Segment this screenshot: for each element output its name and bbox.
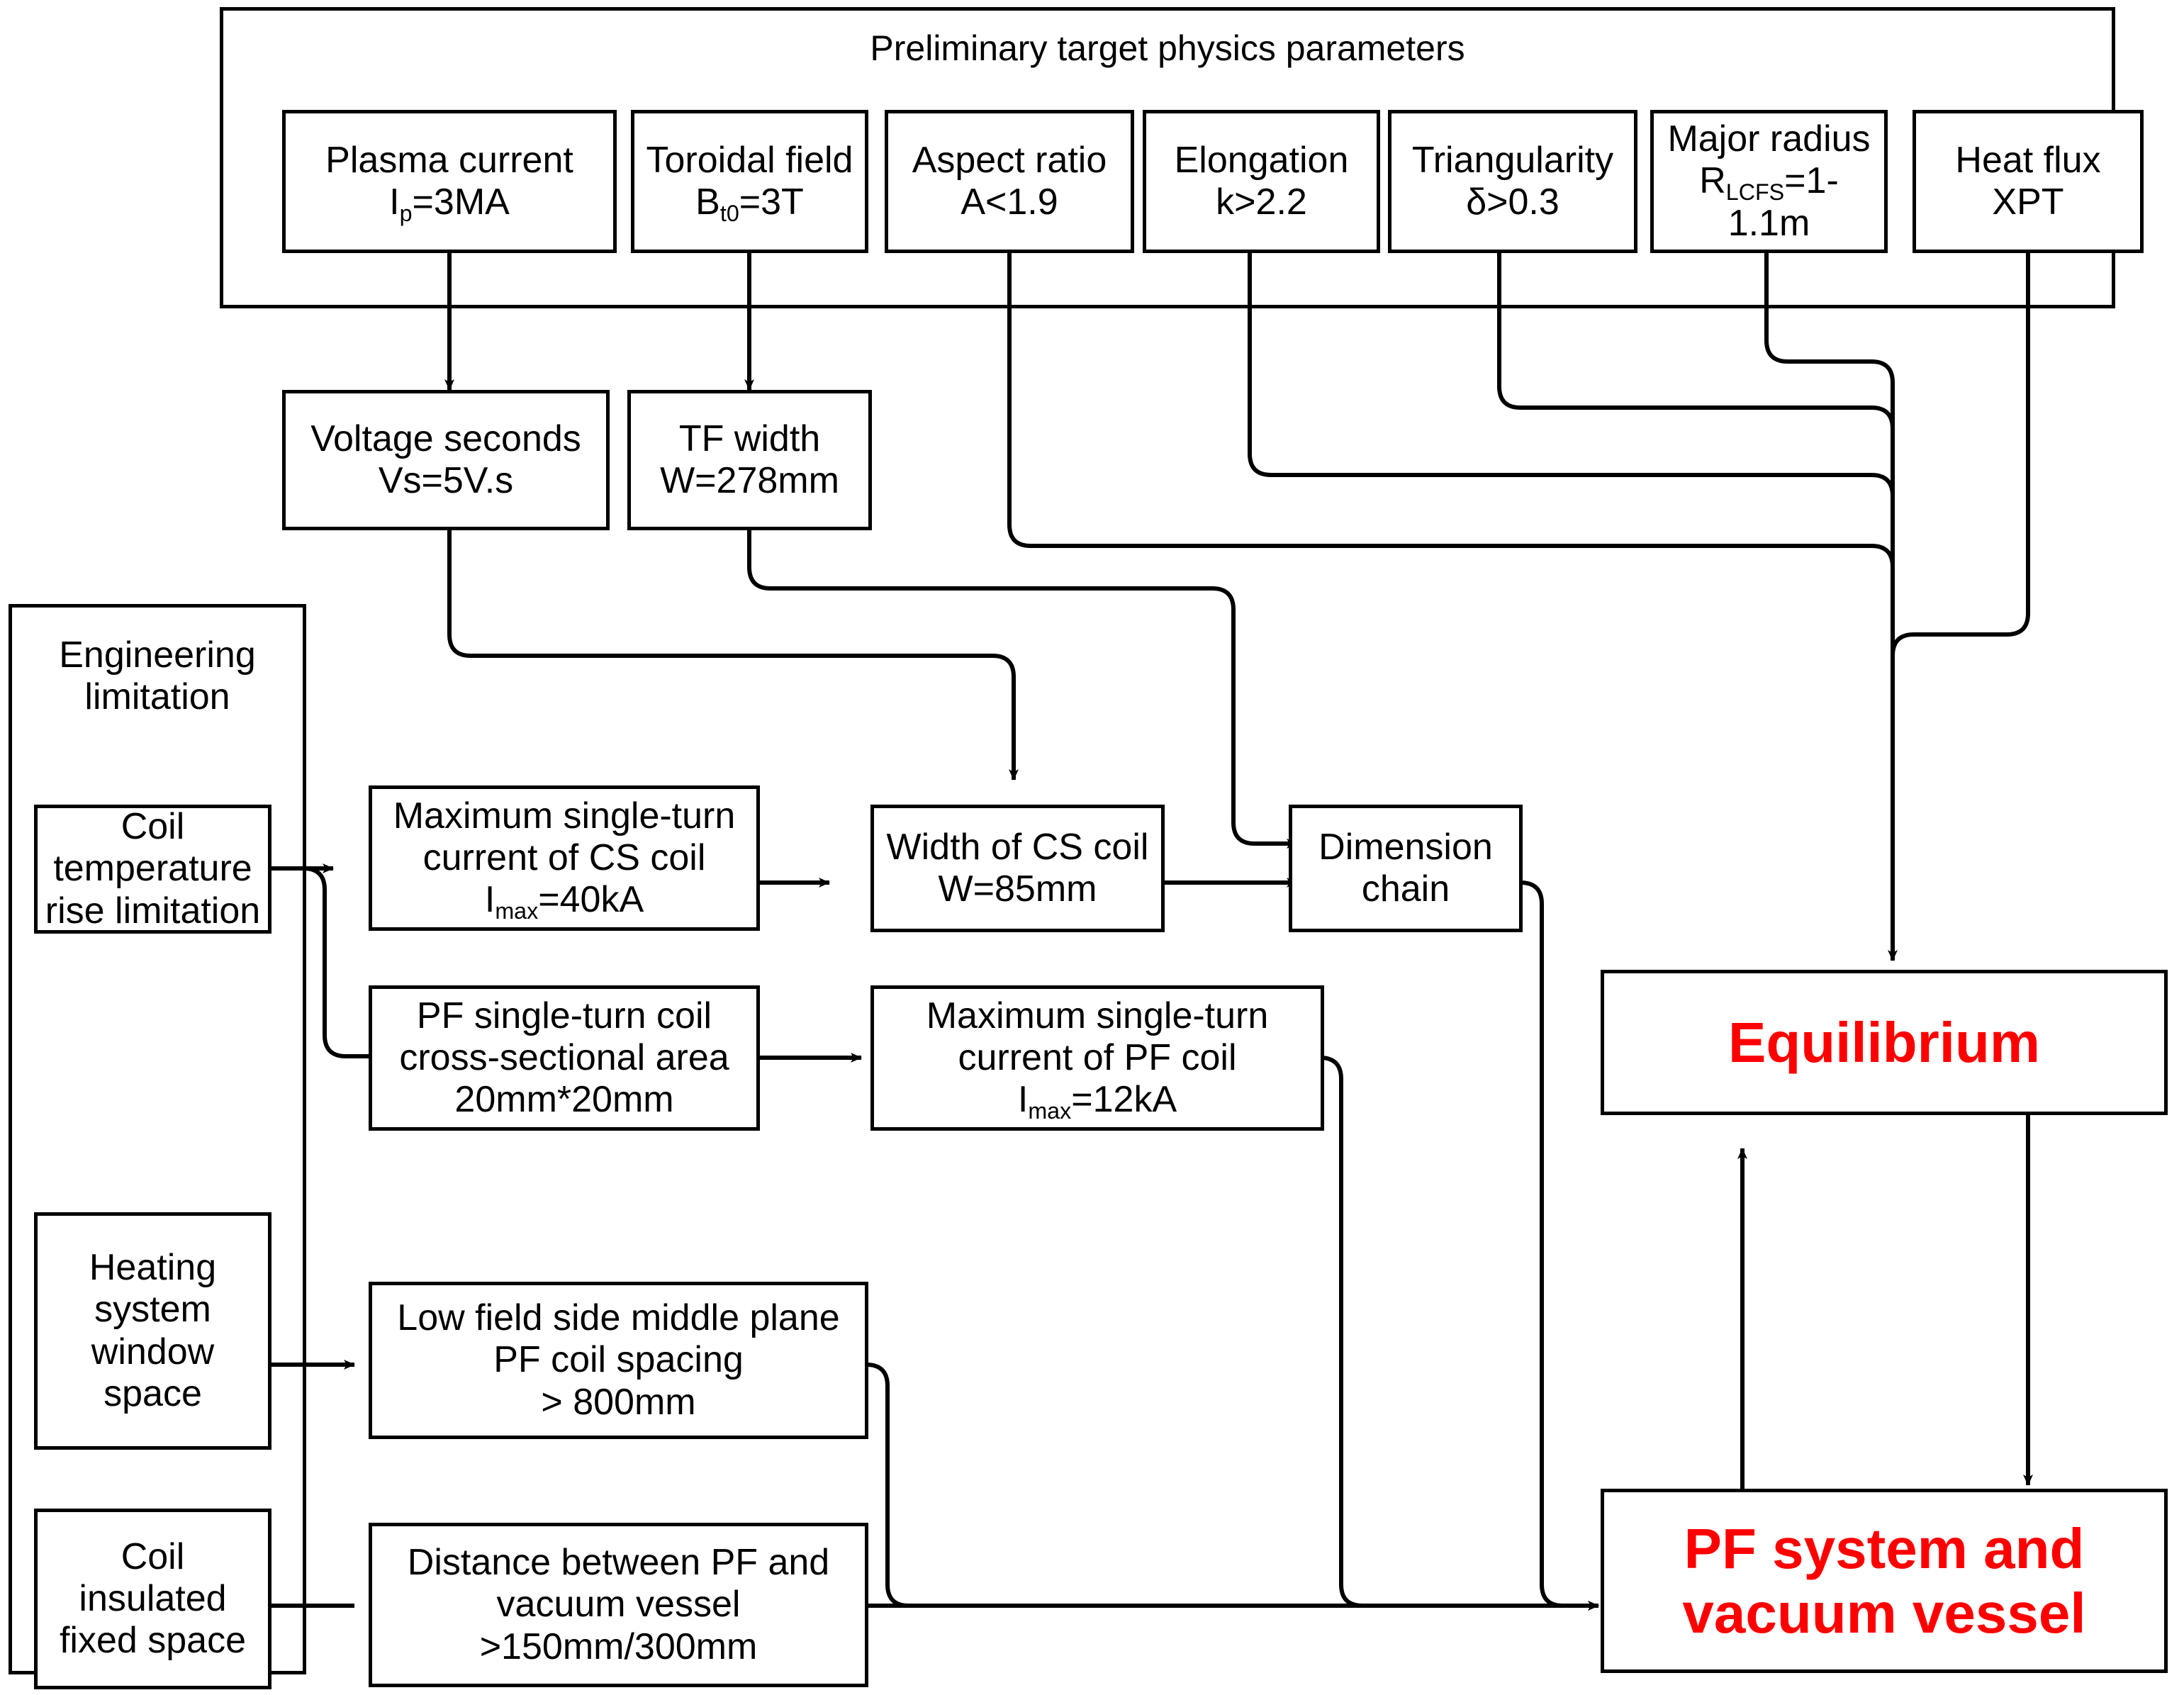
node-width-of-cs-coil-text: Width of CS coil W=85mm [886, 826, 1149, 910]
node-heating-system-window-space-text: Heating system window space [89, 1246, 217, 1414]
node-width-of-cs-coil[interactable]: Width of CS coil W=85mm [870, 805, 1165, 932]
wire-tfwidth-to-dimension [747, 528, 1236, 822]
node-pf-single-turn-coil-cross-sectional-area[interactable]: PF single-turn coil cross-sectional area… [369, 985, 760, 1131]
wire-maxpf-to-pfsystem [1319, 1056, 1598, 1608]
node-max-single-turn-current-pf-coil-text: Maximum single-turn current of PF coil I… [926, 995, 1269, 1124]
node-dimension-chain[interactable]: Dimension chain [1289, 805, 1523, 932]
node-low-field-side-middle-plane-pf-coil-spacing-text: Low field side middle plane PF coil spac… [397, 1297, 840, 1423]
node-dimension-chain-text: Dimension chain [1318, 826, 1493, 910]
engineering-limitation-title: Engineering limitation [59, 634, 256, 718]
node-equilibrium[interactable]: Equilibrium [1601, 970, 2168, 1115]
node-elongation[interactable]: Elongation k>2.2 [1143, 110, 1380, 253]
node-coil-temperature-rise-limitation[interactable]: Coil temperature rise limitation [34, 805, 271, 934]
node-major-radius[interactable]: Major radius RLCFS=1- 1.1m [1650, 110, 1888, 253]
node-toroidal-field-text: Toroidal field Bt0=3T [646, 139, 853, 226]
node-toroidal-field[interactable]: Toroidal field Bt0=3T [631, 110, 868, 253]
node-pf-system-and-vacuum-vessel-text: PF system and vacuum vessel [1682, 1516, 2086, 1645]
node-max-single-turn-current-cs-coil-text: Maximum single-turn current of CS coil I… [393, 795, 736, 924]
wire-merge-to-dimension [1231, 822, 1298, 849]
wire-voltage-to-widthcs [447, 528, 1019, 781]
node-heating-system-window-space[interactable]: Heating system window space [34, 1212, 271, 1450]
node-plasma-current-text: Plasma current Ip=3MA [325, 139, 573, 226]
node-distance-between-pf-and-vacuum-vessel[interactable]: Distance between PF and vacuum vessel >1… [369, 1523, 868, 1687]
node-elongation-text: Elongation k>2.2 [1174, 139, 1349, 223]
node-pf-single-turn-coil-cross-sectional-area-text: PF single-turn coil cross-sectional area… [399, 995, 729, 1121]
wire-coiltemp-to-pfarea [303, 866, 372, 1058]
node-coil-insulated-fixed-space-text: Coil insulated fixed space [59, 1535, 247, 1662]
node-heat-flux-text: Heat flux XPT [1955, 139, 2101, 223]
node-coil-temperature-rise-limitation-text: Coil temperature rise limitation [45, 806, 261, 932]
wire-dimension-to-pfsystem [1520, 880, 1599, 1611]
wire-heatflux-to-trunk [1891, 253, 2030, 656]
node-plasma-current[interactable]: Plasma current Ip=3MA [282, 110, 617, 253]
physics-group-title: Preliminary target physics parameters [870, 28, 1465, 68]
node-max-single-turn-current-cs-coil[interactable]: Maximum single-turn current of CS coil I… [369, 785, 760, 931]
node-equilibrium-text: Equilibrium [1728, 1010, 2040, 1074]
node-low-field-side-middle-plane-pf-coil-spacing[interactable]: Low field side middle plane PF coil spac… [369, 1282, 868, 1439]
node-triangularity-text: Triangularity δ>0.3 [1411, 139, 1614, 223]
node-triangularity[interactable]: Triangularity δ>0.3 [1388, 110, 1637, 253]
node-aspect-ratio-text: Aspect ratio A<1.9 [912, 139, 1107, 223]
node-major-radius-text: Major radius RLCFS=1- 1.1m [1667, 118, 1871, 244]
node-voltage-seconds[interactable]: Voltage seconds Vs=5V.s [282, 390, 610, 530]
node-max-single-turn-current-pf-coil[interactable]: Maximum single-turn current of PF coil I… [870, 985, 1324, 1131]
node-voltage-seconds-text: Voltage seconds Vs=5V.s [310, 418, 581, 501]
wire-lowfield-to-pfsystem [866, 1363, 1598, 1608]
node-aspect-ratio[interactable]: Aspect ratio A<1.9 [885, 110, 1134, 253]
node-tf-width[interactable]: TF width W=278mm [627, 390, 872, 530]
node-pf-system-and-vacuum-vessel[interactable]: PF system and vacuum vessel [1601, 1489, 2168, 1673]
node-tf-width-text: TF width W=278mm [660, 418, 839, 501]
node-heat-flux[interactable]: Heat flux XPT [1913, 110, 2144, 253]
node-coil-insulated-fixed-space[interactable]: Coil insulated fixed space [34, 1509, 271, 1689]
node-distance-between-pf-and-vacuum-vessel-text: Distance between PF and vacuum vessel >1… [407, 1542, 830, 1667]
